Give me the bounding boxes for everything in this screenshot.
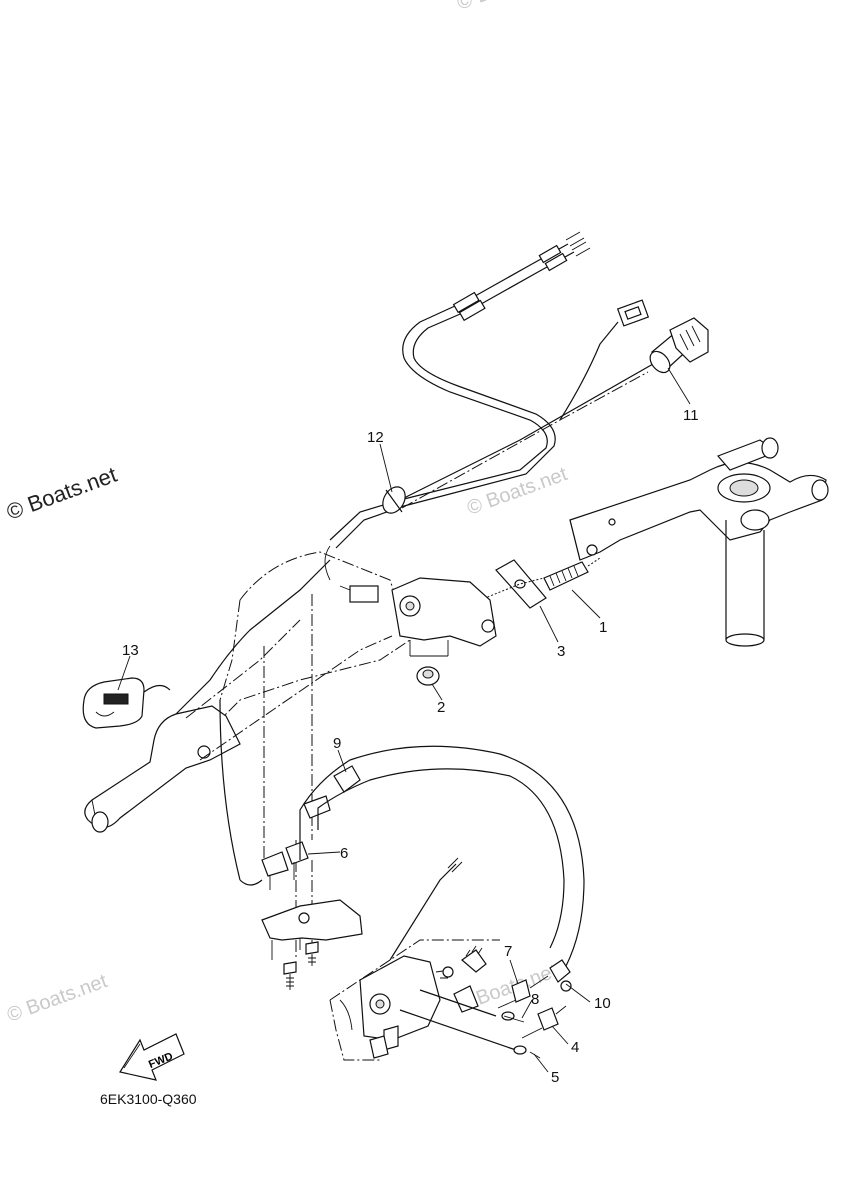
control-cable-arc [299, 745, 585, 967]
callout-leaders [117, 367, 691, 1073]
watermark-faint-center: © Boats.net [464, 463, 570, 520]
callout-6: 6 [340, 845, 348, 862]
control-box [261, 857, 523, 1061]
threaded-stud [543, 557, 601, 591]
callout-1: 1 [599, 619, 607, 636]
cable-clip-6 [261, 841, 309, 890]
diagram-part-code: 6EK3100-Q360 [100, 1091, 197, 1107]
fwd-arrow: FWD [119, 1033, 185, 1081]
watermark-main: © Boats.net [3, 462, 120, 525]
cable-end-fittings [452, 231, 591, 322]
nut [416, 666, 440, 686]
main-harness-connector [649, 317, 709, 374]
clip-10 [549, 959, 572, 992]
cable-joint-4 [521, 1005, 567, 1039]
callout-5: 5 [551, 1069, 559, 1086]
callout-13: 13 [122, 642, 139, 659]
tiller-handle [84, 559, 393, 886]
callout-11: 11 [683, 407, 699, 424]
callout-9: 9 [333, 735, 341, 752]
harness-cables [329, 231, 661, 549]
watermark-faint-top: © Boats.net [454, 0, 560, 15]
callout-8: 8 [531, 991, 539, 1008]
screws [283, 941, 319, 990]
cable-joint-7 [497, 975, 549, 1009]
cable-clamp-12 [382, 486, 406, 514]
stop-switch [82, 677, 171, 729]
callout-4: 4 [571, 1039, 579, 1056]
callout-3: 3 [557, 643, 565, 660]
clip-8 [501, 1011, 525, 1023]
mounting-plate [479, 559, 547, 609]
callout-12: 12 [367, 429, 384, 446]
steering-bracket [569, 437, 829, 647]
cable-clip-9 [303, 765, 361, 819]
callout-2: 2 [437, 699, 445, 716]
callout-7: 7 [504, 943, 512, 960]
watermark-faint-left: © Boats.net [4, 970, 110, 1027]
remote-body [219, 545, 497, 721]
callout-10: 10 [594, 995, 611, 1012]
